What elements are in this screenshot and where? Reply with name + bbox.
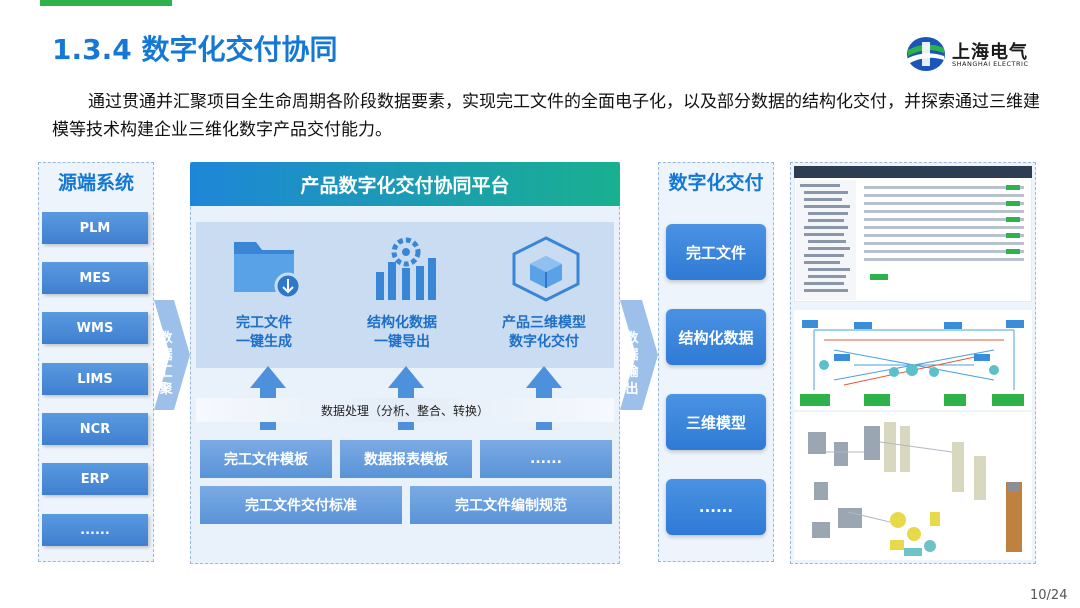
template-more: ...... <box>480 440 612 478</box>
slide-title: 1.3.4 数字化交付协同 <box>52 33 338 66</box>
platform-title: 产品数字化交付协同平台 <box>190 162 620 206</box>
3d-equipment-model-screenshot <box>794 412 1032 560</box>
page-number: 10/24 <box>1030 588 1068 603</box>
feature-line2: 一键生成 <box>236 334 292 350</box>
data-flow-diagram-screenshot <box>794 310 1032 410</box>
logo-english-text: SHANGHAI ELECTRIC <box>952 60 1029 68</box>
company-logo: 上海电气 SHANGHAI ELECTRIC <box>906 34 1046 74</box>
source-item-lims: LIMS <box>42 363 148 395</box>
3d-cube-icon <box>512 236 580 302</box>
data-processing-band: 数据处理（分析、整合、转换） <box>196 398 614 422</box>
source-item-ncr: NCR <box>42 413 148 445</box>
intro-paragraph: 通过贯通并汇聚项目全生命周期各阶段数据要素，实现完工文件的全面电子化，以及部分数… <box>52 92 1040 140</box>
data-aggregation-label: 数据汇聚 <box>159 331 173 397</box>
feature-3d-model: 产品三维模型 数字化交付 <box>484 314 604 352</box>
template-data-report: 数据报表模板 <box>340 440 472 478</box>
data-output-label: 数据输出 <box>625 331 639 397</box>
folder-download-icon <box>234 242 302 300</box>
feature-line1: 产品三维模型 <box>502 315 586 331</box>
template-completion-docs: 完工文件模板 <box>200 440 332 478</box>
source-item-erp: ERP <box>42 463 148 495</box>
bar-chart-gear-icon <box>376 237 436 300</box>
source-item-wms: WMS <box>42 312 148 344</box>
source-item-more: ...... <box>42 514 148 546</box>
data-output-arrow <box>620 300 658 410</box>
output-item-3d-model: 三维模型 <box>666 394 766 450</box>
feature-line2: 数字化交付 <box>509 334 579 350</box>
output-item-structured-data: 结构化数据 <box>666 309 766 365</box>
feature-line2: 一键导出 <box>374 334 430 350</box>
output-item-completion-docs: 完工文件 <box>666 224 766 280</box>
software-list-screenshot <box>794 166 1032 302</box>
feature-line1: 完工文件 <box>236 315 292 331</box>
template-delivery-standard: 完工文件交付标准 <box>200 486 402 524</box>
top-accent-bar <box>40 0 172 6</box>
logo-mark-icon <box>907 37 945 71</box>
logo-chinese-text: 上海电气 <box>952 42 1028 63</box>
source-systems-title: 源端系统 <box>57 172 134 194</box>
feature-line1: 结构化数据 <box>367 315 437 331</box>
source-item-plm: PLM <box>42 212 148 244</box>
output-item-more: ...... <box>666 479 766 535</box>
feature-completion-docs: 完工文件 一键生成 <box>204 314 324 352</box>
data-aggregation-arrow <box>154 300 190 410</box>
template-compilation-spec: 完工文件编制规范 <box>410 486 612 524</box>
source-item-mes: MES <box>42 262 148 294</box>
digital-delivery-title: 数字化交付 <box>668 172 764 194</box>
feature-structured-data: 结构化数据 一键导出 <box>342 314 462 352</box>
